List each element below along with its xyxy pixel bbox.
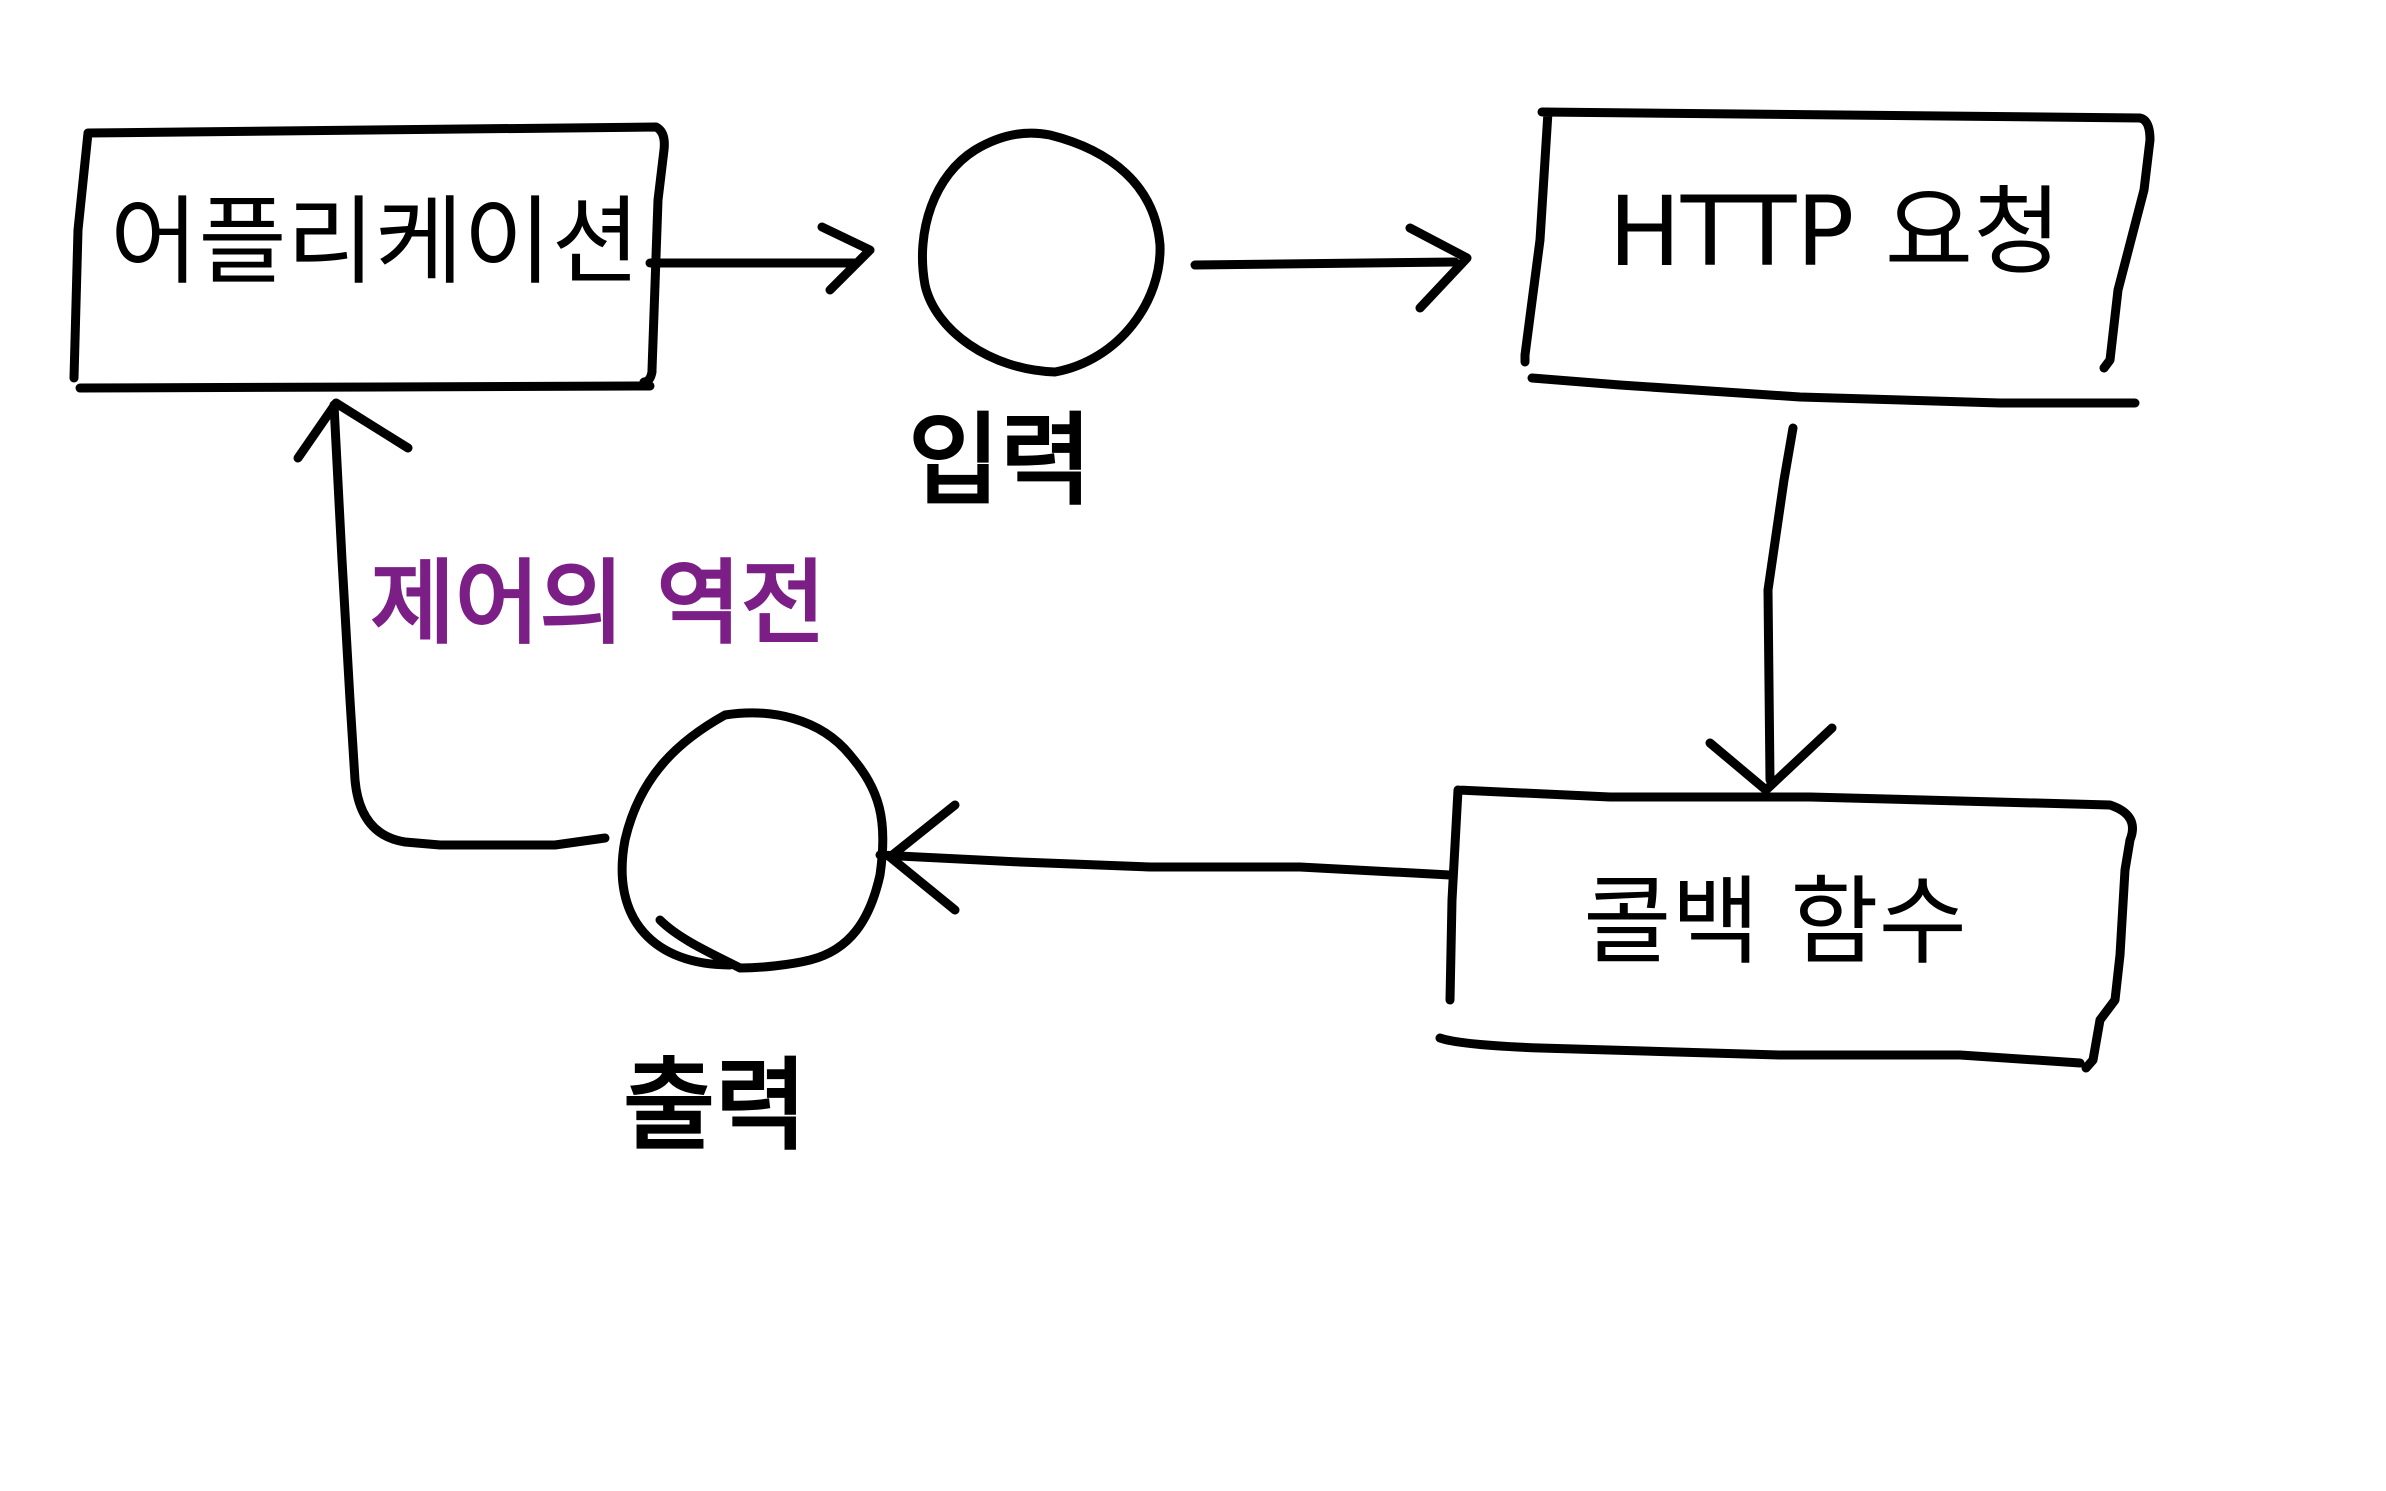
http-request-label: HTTP 요청	[1609, 176, 2062, 288]
arrow-head	[817, 222, 875, 295]
arrow-http-to-callback	[1705, 423, 1837, 795]
inversion-of-control-label: 제어의 역전	[370, 550, 825, 657]
input-node: 입력	[908, 128, 1165, 519]
arrow-output-to-application	[293, 398, 610, 850]
arrow-application-to-input	[645, 222, 875, 295]
input-circle	[917, 128, 1165, 377]
application-node: 어플리케이션	[69, 122, 669, 393]
arrow-line	[1190, 257, 1460, 270]
callback-box	[1435, 785, 2137, 1073]
callback-label: 콜백 함수	[1583, 866, 1967, 978]
arrow-line	[1763, 423, 1798, 785]
application-label: 어플리케이션	[110, 186, 640, 298]
output-node: 출력	[617, 708, 888, 1164]
http-request-node: HTTP 요청	[1520, 107, 2155, 408]
arrow-head	[1405, 223, 1472, 313]
output-circle	[617, 708, 888, 973]
arrow-head	[885, 800, 960, 915]
http-request-box	[1520, 107, 2155, 408]
arrow-head	[293, 398, 413, 463]
callback-node: 콜백 함수	[1435, 785, 2137, 1073]
arrow-input-to-http	[1190, 223, 1472, 313]
arrow-line	[329, 400, 610, 850]
application-box	[69, 122, 669, 393]
input-label: 입력	[908, 402, 1092, 519]
output-label: 출력	[623, 1047, 807, 1164]
arrow-head	[1705, 723, 1837, 795]
arrow-callback-to-output	[875, 800, 1455, 915]
arrow-line	[875, 850, 1455, 880]
